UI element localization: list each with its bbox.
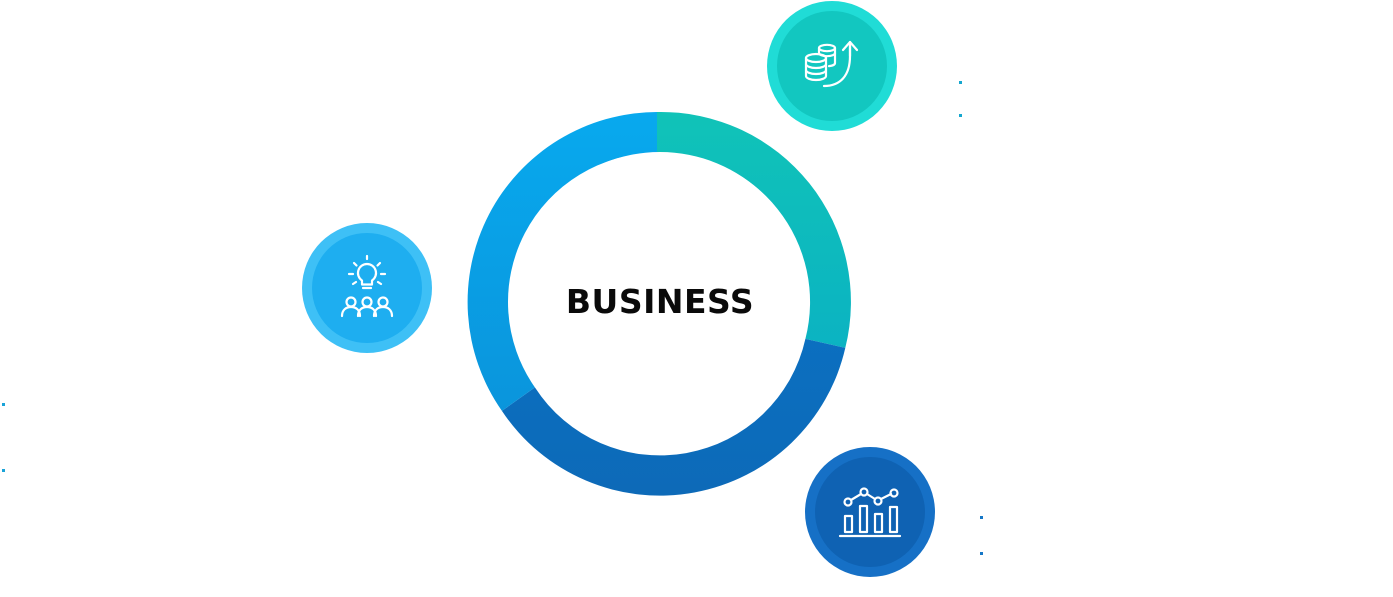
center-title: BUSINESS — [565, 282, 755, 321]
bullet-dot — [980, 516, 983, 519]
growth-badge — [767, 1, 897, 131]
bullet-dot — [959, 114, 962, 117]
bullet-dot — [980, 552, 983, 555]
idea-badge — [302, 223, 432, 353]
ring-segment-teal — [657, 111, 851, 348]
ring-center — [511, 152, 809, 450]
analytics-chart-icon — [838, 487, 902, 538]
ring-segment-dark-blue — [501, 338, 846, 496]
coins-growth-icon — [804, 40, 859, 88]
idea-team-icon — [340, 254, 394, 318]
bullet-dot — [2, 403, 5, 406]
bullet-dot — [959, 81, 962, 84]
ring-segment-blue — [467, 112, 657, 411]
analytics-badge — [805, 447, 935, 577]
bullet-dot — [2, 469, 5, 472]
